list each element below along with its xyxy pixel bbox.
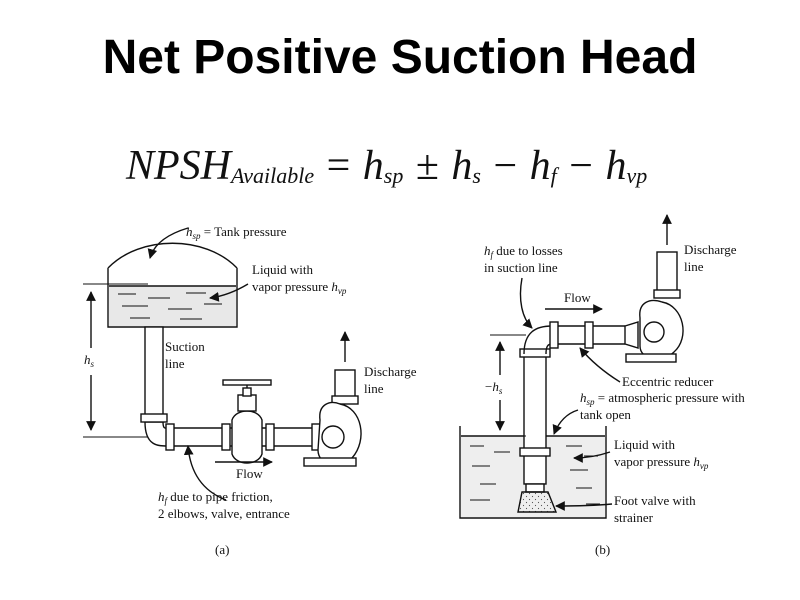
label-a-liquid-line2: vapor pressure hvp xyxy=(252,279,347,296)
formula-term-h-sp: h xyxy=(362,143,384,189)
formula-term-h-f: h xyxy=(529,143,551,189)
formula-sub-vp: vp xyxy=(626,163,648,188)
label-a-hf-line2: 2 elbows, valve, entrance xyxy=(158,506,290,521)
label-a-discharge-line2: line xyxy=(364,381,384,396)
page-title: Net Positive Suction Head xyxy=(102,31,698,84)
label-b-hf-line2: in suction line xyxy=(484,260,558,275)
foot-valve-b xyxy=(517,483,558,513)
label-a-suction-line2: line xyxy=(165,356,185,371)
label-a-tank-pressure: hsp = Tank pressure xyxy=(186,224,287,241)
label-b-discharge-line2: line xyxy=(684,259,704,274)
formula-minus-2: − xyxy=(569,143,593,189)
pump-b xyxy=(625,251,684,363)
labels-b: hf due to losses in suction line Dischar… xyxy=(484,242,745,557)
label-b-foot-line1: Foot valve with xyxy=(614,493,696,508)
formula-term-h-s: h xyxy=(451,143,473,189)
label-b-hf-line1: hf due to losses xyxy=(484,243,563,260)
label-b-flow: Flow xyxy=(564,290,591,305)
label-b-hsp-line1: hsp = atmospheric pressure with xyxy=(580,390,745,407)
formula-minus-1: − xyxy=(493,143,518,189)
caption-a: (a) xyxy=(215,542,229,557)
gate-valve-a xyxy=(222,379,272,464)
tank-a xyxy=(107,242,238,328)
label-b-foot-line2: strainer xyxy=(614,510,654,525)
formula-npsh: NPSH xyxy=(126,143,231,189)
label-a-liquid-line1: Liquid with xyxy=(252,262,314,277)
formula-plus-minus: ± xyxy=(415,143,439,189)
label-a-discharge-line1: Discharge xyxy=(364,364,417,379)
label-b-reducer: Eccentric reducer xyxy=(622,374,714,389)
label-b-hsp-line2: tank open xyxy=(580,407,631,422)
label-a-flow: Flow xyxy=(236,466,263,481)
npsh-formula: NPSHAvailable = hsp ± hs − hf − hvp xyxy=(126,142,647,202)
pump-a xyxy=(303,369,362,467)
formula-sub-f: f xyxy=(550,163,557,188)
label-b-hs: −hs xyxy=(485,379,503,396)
suction-pipe-a xyxy=(140,326,321,451)
label-a-hs: hs xyxy=(84,352,95,369)
suction-pipe-b xyxy=(519,321,639,485)
diagram-a xyxy=(83,227,362,501)
diagram-b xyxy=(459,214,684,519)
label-b-discharge-line1: Discharge xyxy=(684,242,737,257)
labels-a: hsp = Tank pressure Liquid with vapor pr… xyxy=(84,224,417,557)
label-a-suction-line1: Suction xyxy=(165,339,205,354)
label-b-liquid-line2: vapor pressure hvp xyxy=(614,454,709,471)
formula-available-subscript: Available xyxy=(231,163,315,188)
formula-term-h-vp: h xyxy=(605,143,627,189)
formula-sub-sp: sp xyxy=(383,163,404,188)
label-a-hf-line1: hf due to pipe friction, xyxy=(158,489,273,506)
formula-equals: = xyxy=(326,143,351,189)
label-b-liquid-line1: Liquid with xyxy=(614,437,676,452)
caption-b: (b) xyxy=(595,542,610,557)
formula-sub-s: s xyxy=(472,163,481,188)
